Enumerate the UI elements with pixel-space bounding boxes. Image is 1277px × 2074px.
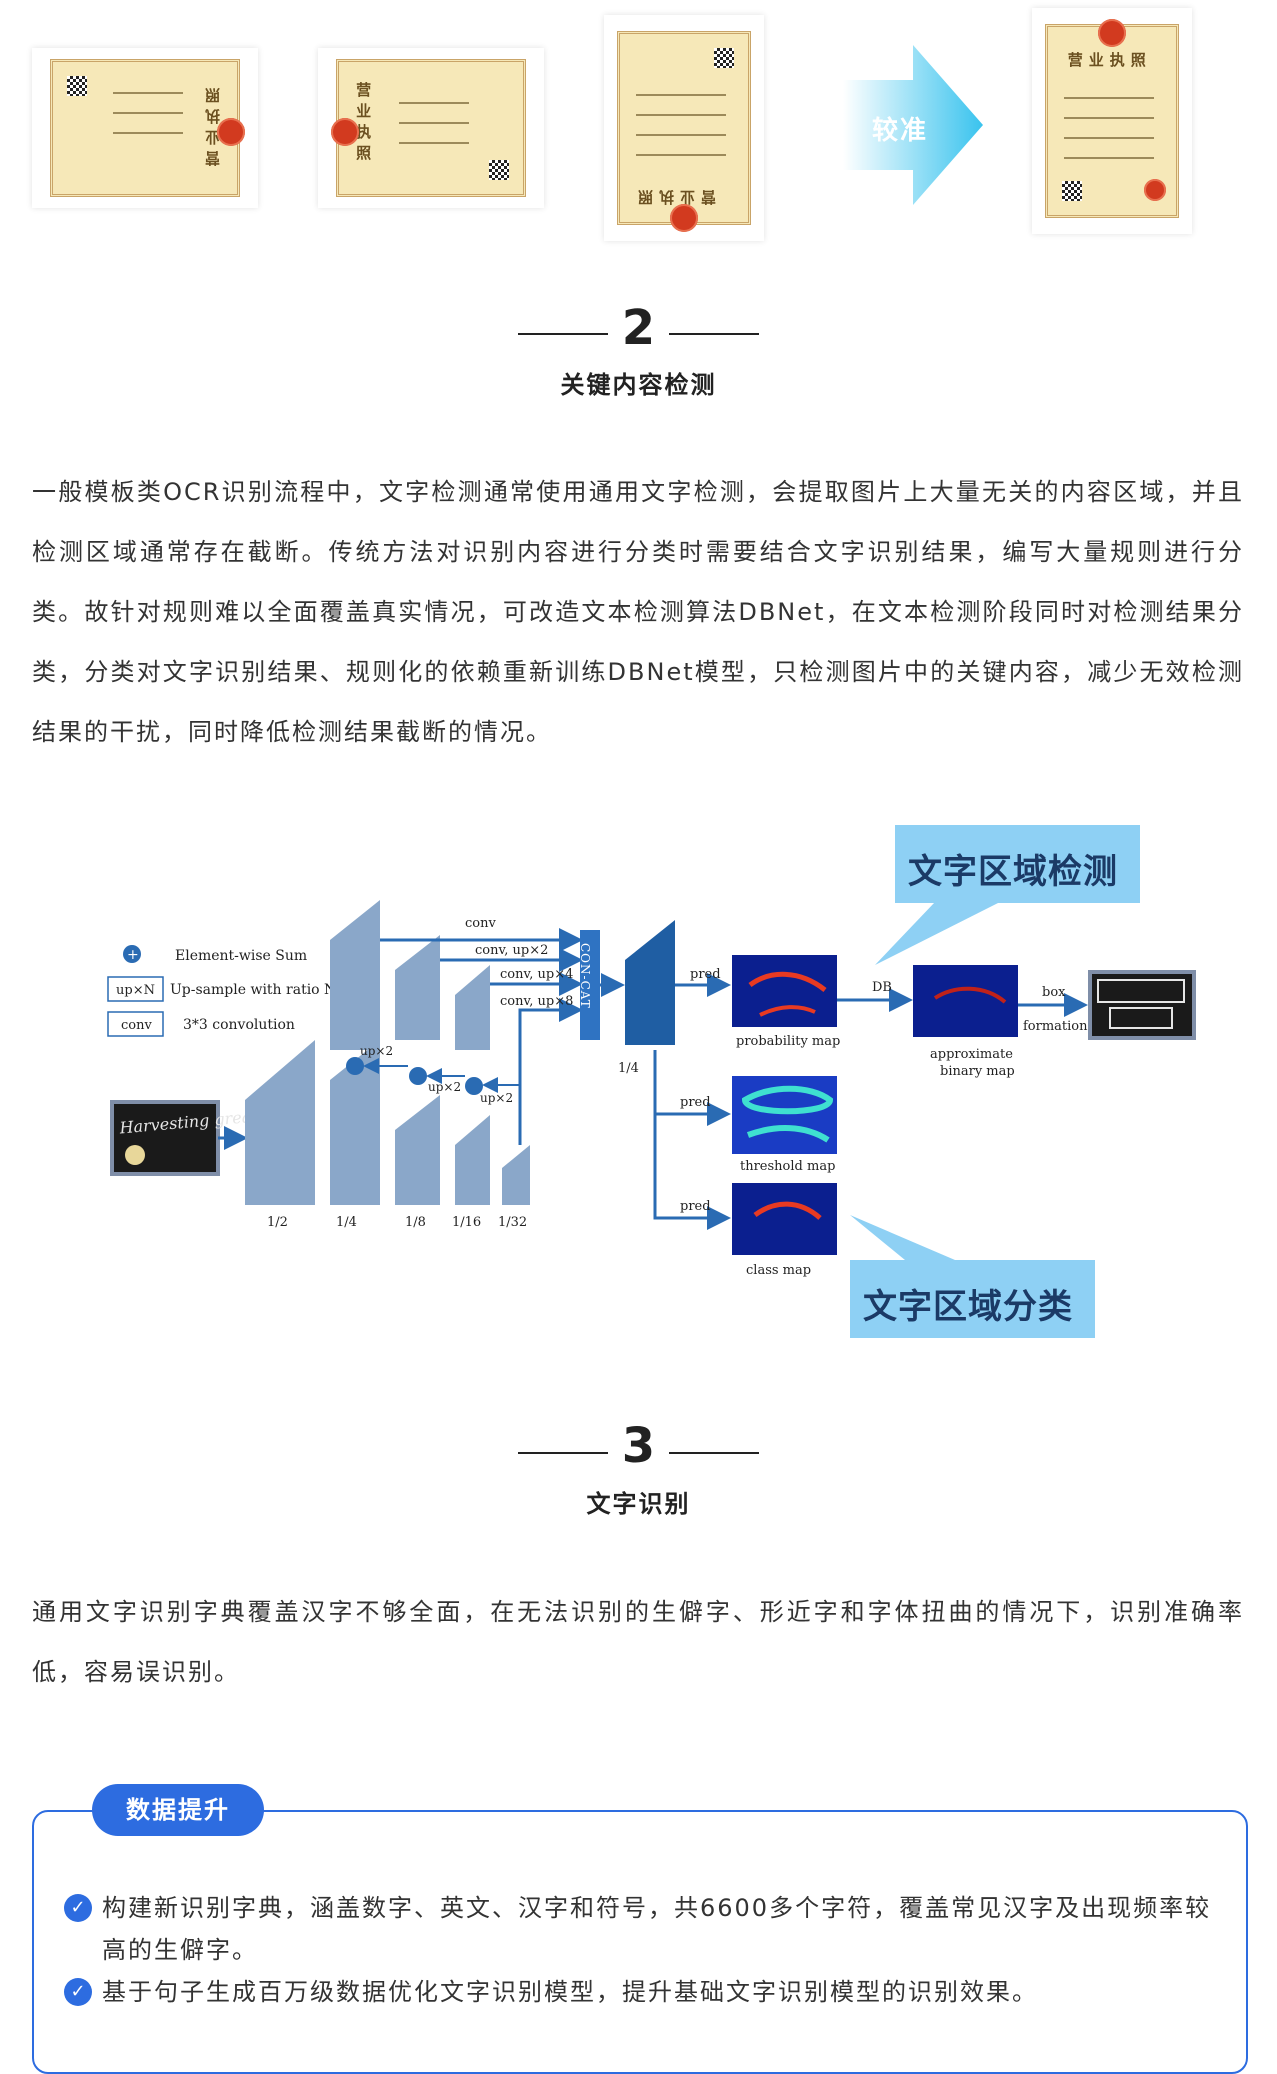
threshold-map: [732, 1076, 837, 1154]
section-divider-right: [669, 1452, 759, 1454]
list-item: 构建新识别字典，涵盖数字、英文、汉字和符号，共6600多个字符，覆盖常见汉字及出…: [102, 1894, 1212, 1964]
section-title: 文字识别: [586, 1490, 691, 1518]
check-icon: ✓: [64, 1894, 92, 1922]
qr-code-icon: [67, 76, 88, 97]
section-divider-right: [669, 333, 759, 335]
arrow-label: 较准: [872, 116, 929, 146]
section-number: 3: [621, 1418, 656, 1474]
path-label: conv, up×8: [500, 994, 573, 1009]
path-label: conv: [465, 916, 496, 931]
concat-feature: [625, 920, 675, 1045]
license-image-3: 营业执照: [604, 15, 764, 241]
seal-icon: [669, 204, 698, 233]
box-label: box: [1042, 985, 1066, 1000]
data-improvement-tag: 数据提升: [92, 1784, 264, 1836]
concat-scale: 1/4: [618, 1061, 639, 1076]
path-label: conv, up×2: [475, 943, 548, 958]
approx-label: binary map: [940, 1064, 1015, 1079]
pred-label: pred: [680, 1095, 711, 1110]
license-image-4: 营业执照: [1032, 8, 1192, 234]
license-title: 营业执照: [354, 82, 373, 167]
seal-icon: [331, 118, 360, 147]
license-image-1: 营业执照: [32, 48, 258, 208]
legend-upn: Up-sample with ratio N: [170, 982, 336, 998]
up2-label: up×2: [428, 1080, 461, 1094]
section-divider-left: [518, 333, 608, 335]
db-label: DB: [872, 980, 892, 995]
legend-upn-box: up×N: [116, 983, 155, 998]
dbnet-diagram: + Element-wise Sum up×N Up-sample with r…: [107, 825, 1196, 1338]
section-divider-left: [518, 1452, 608, 1454]
seal-icon: [1097, 18, 1126, 47]
scale-label: 1/2: [267, 1215, 288, 1230]
pred-branches: pred pred pred: [653, 967, 731, 1230]
legend-conv-box: conv: [121, 1018, 152, 1033]
seal-icon: [216, 118, 245, 147]
scale-label: 1/4: [336, 1215, 357, 1230]
pred-label: pred: [680, 1199, 711, 1214]
qr-code-icon: [488, 159, 509, 180]
path-label: conv, up×4: [500, 967, 573, 982]
seal-icon: [1144, 179, 1167, 202]
callout-detection: [875, 825, 1140, 965]
sum-nodes: [346, 1057, 483, 1095]
section-paragraph: 一般模板类OCR识别流程中，文字检测通常使用通用文字检测，会提取图片上大量无关的…: [32, 478, 1244, 746]
legend: + Element-wise Sum up×N Up-sample with r…: [107, 945, 336, 1037]
approx-label: approximate: [930, 1047, 1013, 1062]
probability-map: [732, 955, 837, 1027]
output-image: [1088, 970, 1196, 1040]
map-label: probability map: [736, 1034, 840, 1049]
callout-classification-text: 文字区域分类: [863, 1287, 1073, 1327]
up2-label: up×2: [360, 1044, 393, 1058]
pred-label: pred: [690, 967, 721, 982]
legend-conv: 3*3 convolution: [183, 1017, 295, 1033]
backbone: [245, 1040, 530, 1205]
legend-sum: Element-wise Sum: [175, 948, 307, 964]
map-label: class map: [746, 1263, 811, 1278]
license-image-2: 营业执照: [318, 48, 544, 208]
class-map: [732, 1183, 837, 1255]
scale-label: 1/16: [452, 1215, 481, 1230]
concat-paths: conv conv, up×2 conv, up×4 conv, up×8: [380, 916, 583, 1145]
section-paragraph: 通用文字识别字典覆盖汉字不够全面，在无法识别的生僻字、形近字和字体扭曲的情况下，…: [32, 1598, 1244, 1686]
scale-label: 1/8: [405, 1215, 426, 1230]
approx-binary-map: [913, 965, 1018, 1037]
concat-bar: [580, 930, 600, 1040]
license-title: 营业执照: [1067, 50, 1152, 69]
section-title: 关键内容检测: [560, 371, 717, 399]
fpn-blocks: [330, 900, 490, 1050]
section-number: 2: [621, 300, 656, 356]
license-title: 营业执照: [631, 188, 716, 207]
scale-label: 1/32: [498, 1215, 527, 1230]
callout-classification: [850, 1215, 1095, 1338]
svg-text:+: +: [127, 947, 139, 963]
list-item: 基于句子生成百万级数据优化文字识别模型，提升基础文字识别模型的识别效果。: [102, 1978, 1038, 2006]
check-icon: ✓: [64, 1978, 92, 2006]
qr-code-icon: [714, 47, 735, 68]
callout-detection-text: 文字区域检测: [908, 852, 1118, 892]
up2-label: up×2: [480, 1091, 513, 1105]
box-label: formation: [1023, 1019, 1088, 1034]
scale-labels: 1/2 1/4 1/8 1/16 1/32: [267, 1215, 527, 1230]
calibrate-arrow-icon: [843, 45, 983, 205]
qr-code-icon: [1061, 181, 1082, 202]
map-label: threshold map: [740, 1159, 835, 1174]
concat-label: CON-CAT: [578, 943, 592, 1009]
